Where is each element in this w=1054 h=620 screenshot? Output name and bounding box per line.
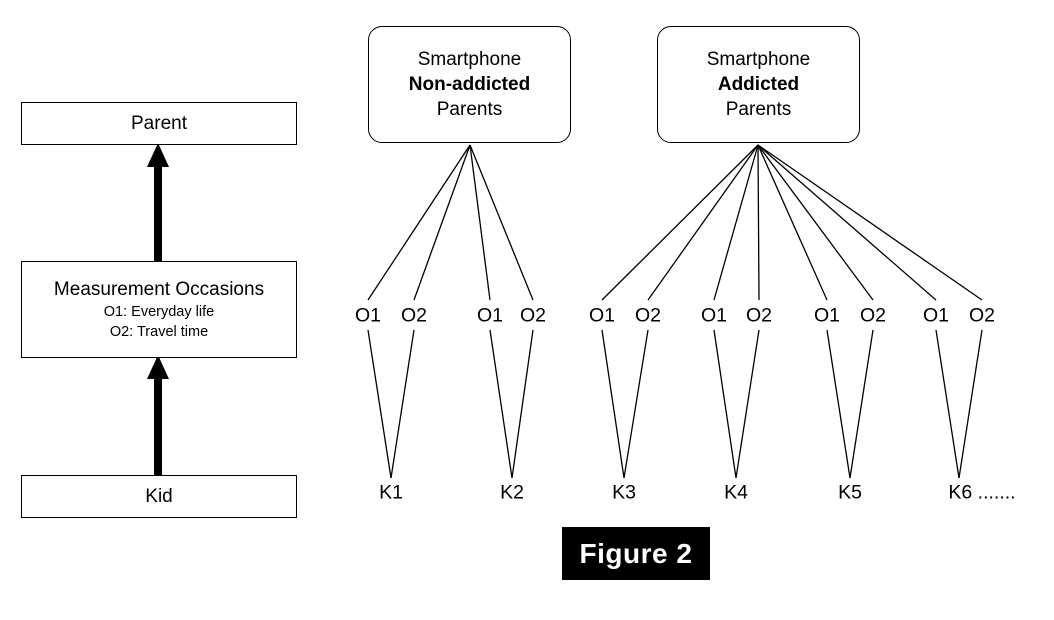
kid-label-k5: K5 (838, 481, 862, 504)
left-arrow-occasions-to-parent (147, 143, 169, 261)
group-line-smartphone-addicted: Smartphone (706, 48, 811, 70)
level-title-parent: Parent (131, 112, 187, 134)
occasion-label-10: O2 (859, 304, 887, 327)
left-arrow-kid-to-occasions (147, 355, 169, 475)
kid-label-k6: K6 ....... (948, 481, 1016, 504)
kid-label-k1: K1 (379, 481, 403, 504)
group-line-non-addicted: Non-addicted (408, 73, 531, 95)
level-box-measurement-occasions: Measurement Occasions O1: Everyday life … (21, 261, 297, 358)
level-title-measurement-occasions: Measurement Occasions (53, 278, 265, 300)
group-box-non-addicted-parents: Smartphone Non-addicted Parents (368, 26, 571, 143)
occasion-label-6: O2 (634, 304, 662, 327)
kid-label-k3: K3 (612, 481, 636, 504)
occasion-label-4: O2 (519, 304, 547, 327)
occasion-label-8: O2 (745, 304, 773, 327)
v-connectors-occasions-to-kids (367, 329, 983, 479)
group-line-smartphone-non-addicted: Smartphone (417, 48, 522, 70)
group-box-addicted-parents: Smartphone Addicted Parents (657, 26, 860, 143)
occasion-label-1: O1 (354, 304, 382, 327)
level-box-kid: Kid (21, 475, 297, 518)
fan-lines-addicted (601, 144, 983, 301)
occasion-label-11: O1 (922, 304, 950, 327)
kid-label-k2: K2 (500, 481, 524, 504)
kid-label-k4: K4 (724, 481, 748, 504)
level-box-parent: Parent (21, 102, 297, 145)
occasion-label-3: O1 (476, 304, 504, 327)
occasion-label-7: O1 (700, 304, 728, 327)
figure-caption-text: Figure 2 (579, 537, 693, 569)
level-subline-o1: O1: Everyday life (103, 304, 215, 321)
level-title-kid: Kid (145, 485, 173, 507)
occasion-label-12: O2 (968, 304, 996, 327)
fan-lines-non-addicted (367, 144, 534, 301)
occasion-label-2: O2 (400, 304, 428, 327)
group-line-parents-addicted: Parents (725, 99, 792, 121)
occasion-label-5: O1 (588, 304, 616, 327)
group-line-parents-non-addicted: Parents (436, 99, 503, 121)
occasion-label-9: O1 (813, 304, 841, 327)
figure-caption: Figure 2 (562, 527, 710, 580)
level-subline-o2: O2: Travel time (109, 323, 209, 340)
group-line-addicted: Addicted (717, 73, 800, 95)
